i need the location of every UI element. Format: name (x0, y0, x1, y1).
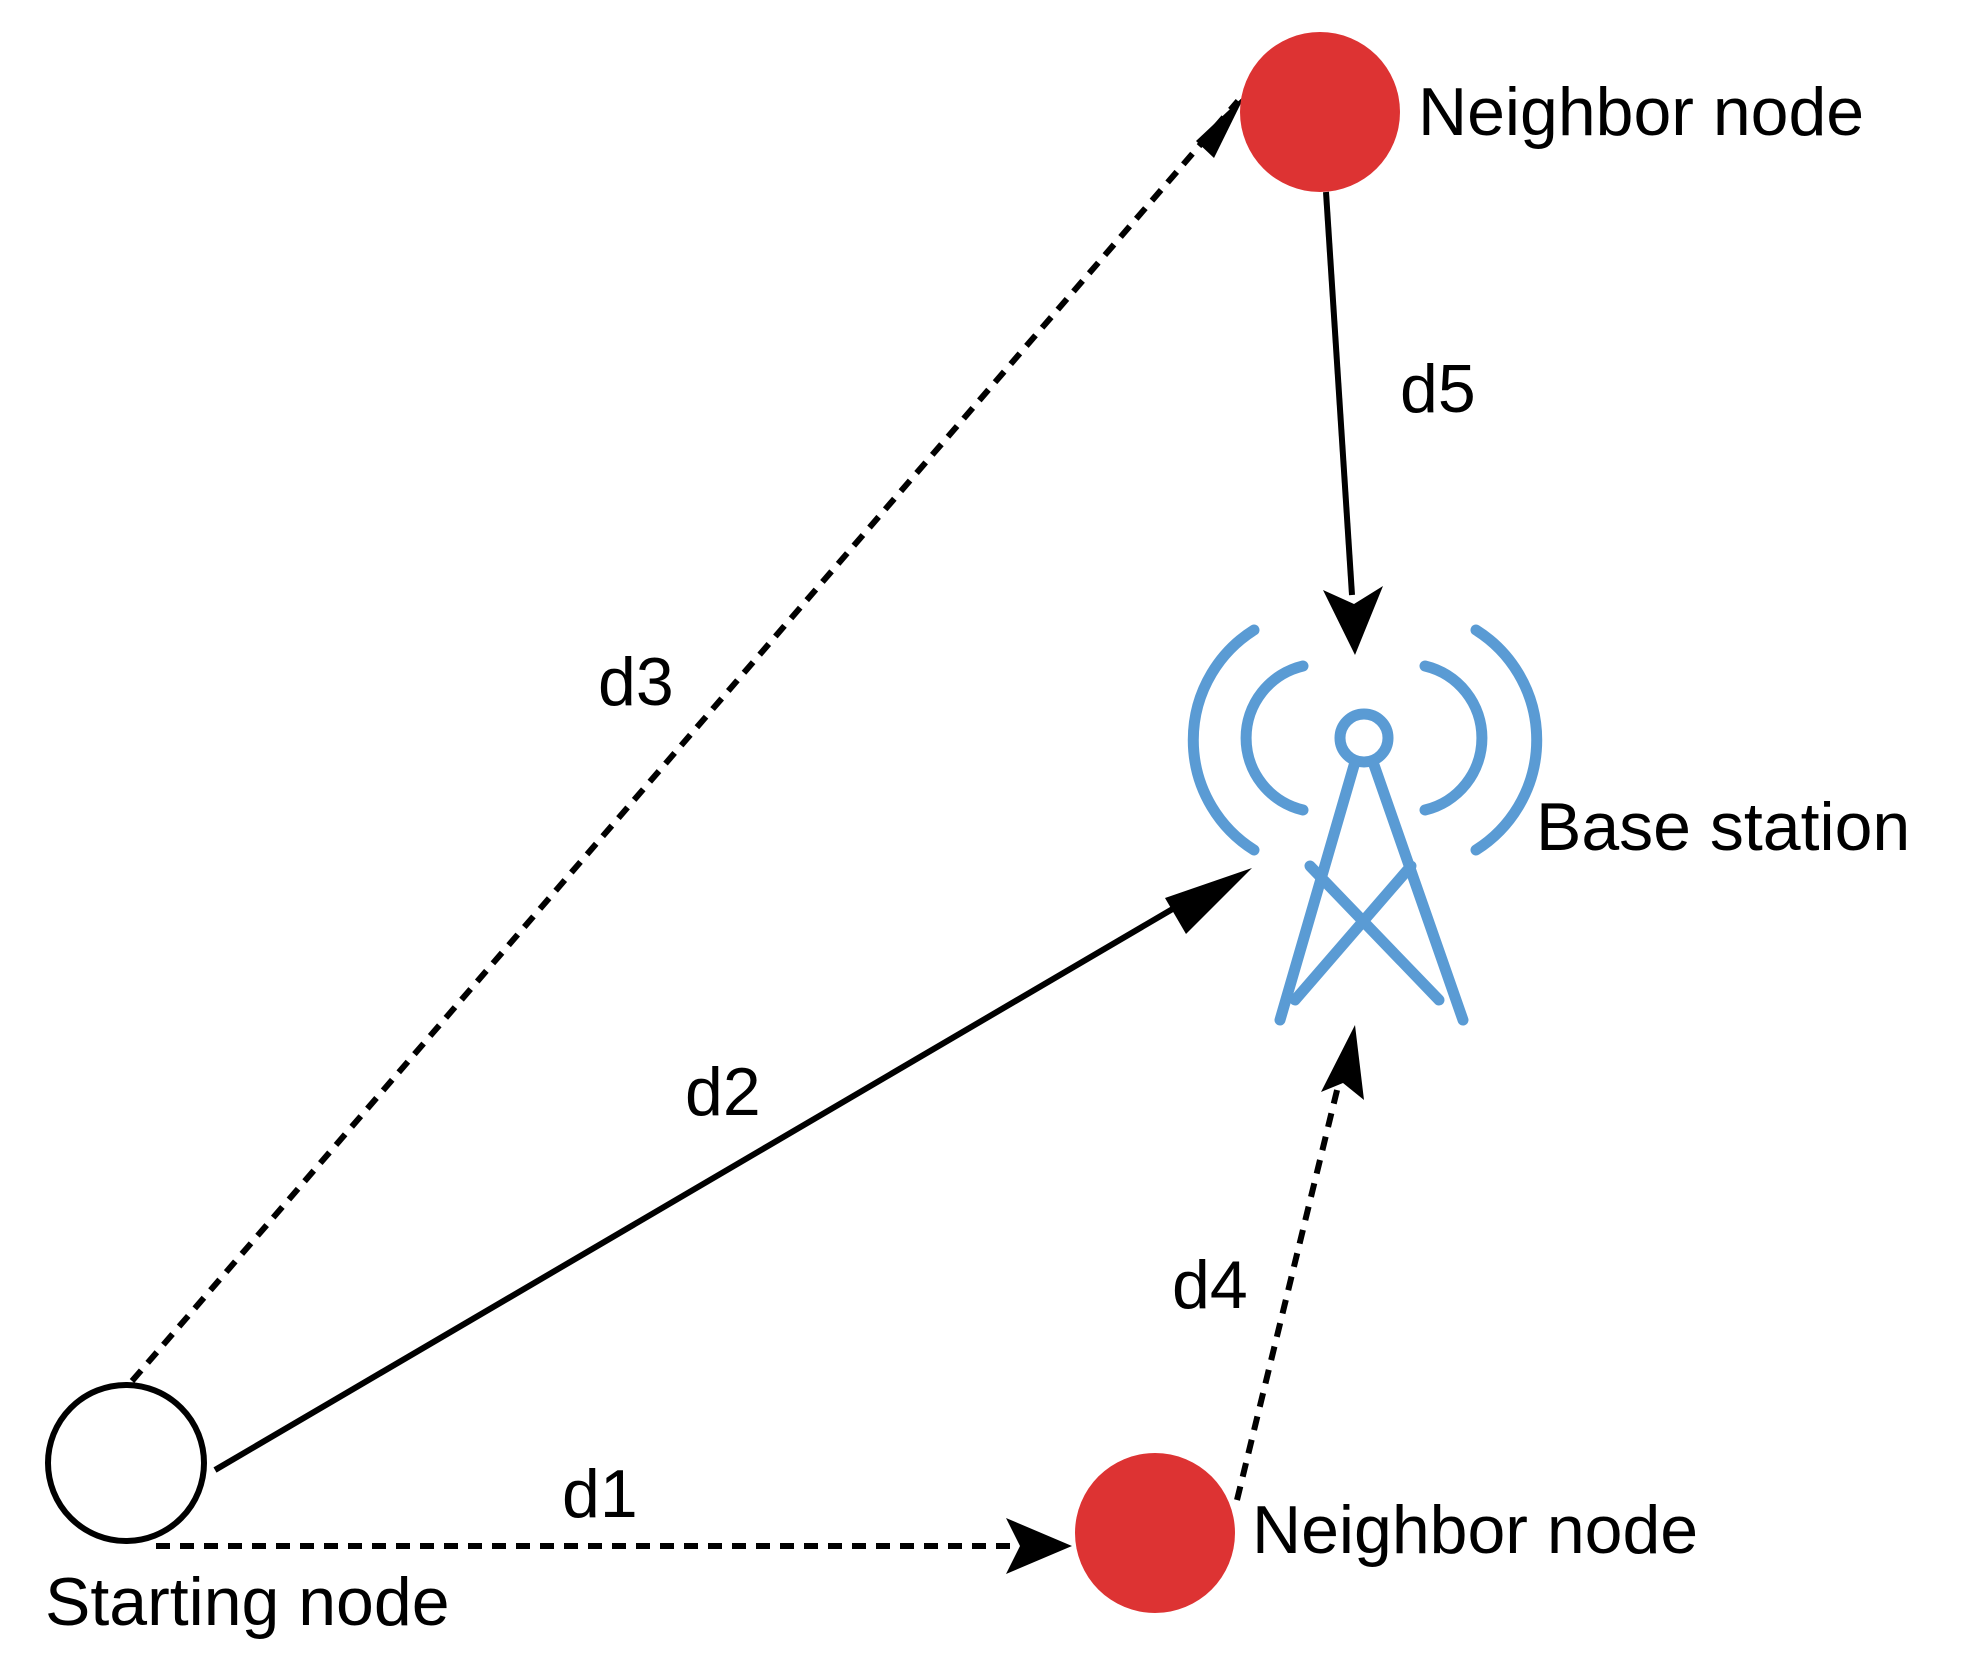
edge-d3 (129, 99, 1241, 1383)
starting-node-label: Starting node (45, 1564, 450, 1640)
edge-d5-label: d5 (1400, 351, 1476, 427)
edge-d2-arrowhead (1165, 868, 1252, 934)
edge-d5 (1323, 191, 1355, 596)
edge-d1-label: d1 (562, 1456, 638, 1532)
edge-d4-arrowhead (1321, 1025, 1364, 1100)
edge-d5-arrowhead (1323, 586, 1383, 655)
neighbor-node-bottom (1075, 1453, 1235, 1613)
edge-d1-arrowhead (1006, 1518, 1072, 1574)
starting-node (45, 1382, 207, 1544)
neighbor-node-top-label: Neighbor node (1418, 74, 1864, 150)
edge-d3-label: d3 (598, 644, 674, 720)
base-station-label: Base station (1536, 789, 1910, 865)
edge-d4 (1234, 1077, 1343, 1501)
antenna-tower-icon (1187, 624, 1543, 1026)
neighbor-node-top (1240, 32, 1400, 192)
edge-d4-label: d4 (1172, 1247, 1248, 1323)
edge-d2-label: d2 (685, 1054, 761, 1130)
edge-d3-arrowhead (1196, 95, 1245, 158)
edge-d2 (213, 887, 1207, 1473)
neighbor-node-bottom-label: Neighbor node (1252, 1492, 1698, 1568)
